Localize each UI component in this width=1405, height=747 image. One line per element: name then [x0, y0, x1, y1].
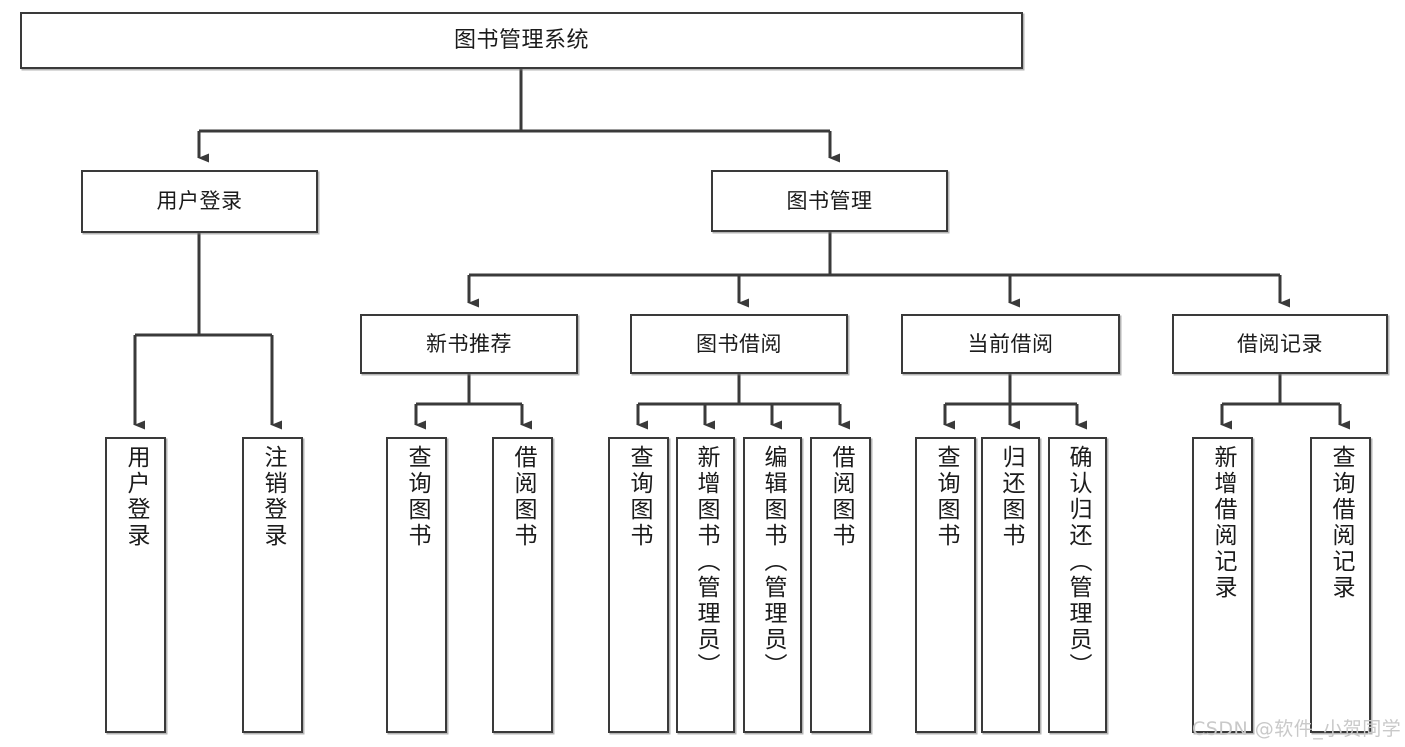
node-current-borrow[interactable]: 当前借阅	[901, 314, 1120, 374]
leaf-borrow-borrow-book[interactable]: 借阅图书	[810, 437, 871, 733]
node-label: 查询借阅记录	[1328, 445, 1354, 601]
leaf-records-add-record[interactable]: 新增借阅记录	[1192, 437, 1253, 733]
csdn-watermark: CSDN @软件_小贺同学	[1192, 718, 1402, 740]
leaf-current-return-book[interactable]: 归还图书	[981, 437, 1040, 733]
node-label: 编辑图书（管理员）	[760, 445, 786, 679]
node-label: 借阅记录	[1237, 331, 1323, 356]
node-label: 注销登录	[260, 445, 286, 549]
node-book-management[interactable]: 图书管理	[711, 170, 948, 232]
node-label: 图书管理	[786, 188, 873, 213]
leaf-current-confirm-return-admin[interactable]: 确认归还（管理员）	[1048, 437, 1107, 733]
node-root-system[interactable]: 图书管理系统	[20, 12, 1023, 69]
leaf-recommend-query-book[interactable]: 查询图书	[386, 437, 447, 733]
node-label: 新书推荐	[426, 331, 512, 356]
node-label: 确认归还（管理员）	[1065, 445, 1091, 679]
node-book-borrow[interactable]: 图书借阅	[630, 314, 848, 374]
node-new-book-recommend[interactable]: 新书推荐	[360, 314, 578, 374]
leaf-recommend-borrow-book[interactable]: 借阅图书	[492, 437, 553, 733]
node-label: 查询图书	[404, 445, 430, 549]
leaf-user-login-signin[interactable]: 用户登录	[105, 437, 166, 733]
node-label: 图书管理系统	[453, 27, 589, 53]
leaf-user-login-signout[interactable]: 注销登录	[242, 437, 303, 733]
node-label: 借阅图书	[510, 445, 536, 549]
node-label: 查询图书	[626, 445, 652, 549]
leaf-records-query-record[interactable]: 查询借阅记录	[1310, 437, 1371, 733]
node-label: 用户登录	[123, 445, 149, 549]
node-label: 用户登录	[156, 189, 243, 214]
node-label: 借阅图书	[828, 445, 854, 549]
node-label: 归还图书	[998, 445, 1024, 549]
node-label: 新增借阅记录	[1210, 445, 1236, 601]
node-label: 当前借阅	[967, 331, 1054, 356]
node-label: 新增图书（管理员）	[693, 445, 719, 679]
node-user-login[interactable]: 用户登录	[81, 170, 318, 233]
node-borrow-records[interactable]: 借阅记录	[1172, 314, 1388, 374]
leaf-borrow-query-book[interactable]: 查询图书	[608, 437, 669, 733]
node-label: 图书借阅	[696, 331, 782, 356]
node-label: 查询图书	[933, 445, 959, 549]
leaf-borrow-edit-book-admin[interactable]: 编辑图书（管理员）	[743, 437, 802, 733]
leaf-borrow-add-book-admin[interactable]: 新增图书（管理员）	[676, 437, 735, 733]
leaf-current-query-book[interactable]: 查询图书	[915, 437, 976, 733]
